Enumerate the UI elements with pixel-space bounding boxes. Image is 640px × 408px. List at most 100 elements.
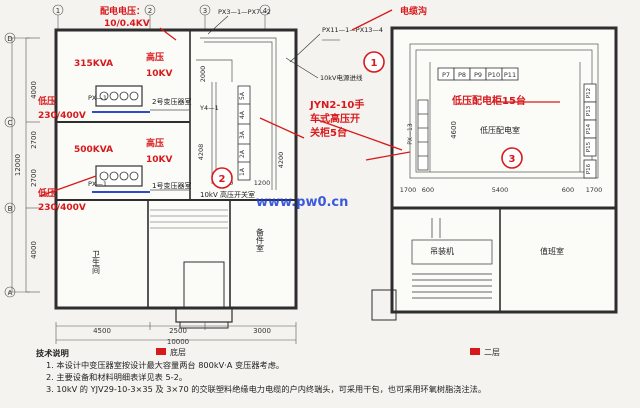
badge-2: 2 [211,167,233,189]
col-label-3: 3 [203,7,207,15]
tag-in-line: 10kV电源进线 [320,73,363,82]
annot-tr1-hv2: 10KV [146,155,172,165]
lv-panel-p9: P9 [474,71,482,79]
annot-lv-value-2: 230/400V [38,203,86,213]
hv-panels [237,85,251,181]
col-label-2: 2 [148,7,152,15]
room-tr2: 2号变压器室 [152,97,191,106]
row-dim-2700b: 2700 [30,169,38,187]
col-dim-2500: 2500 [169,327,187,335]
hv-panel-4a: 4A [239,110,246,119]
lv-panel-p15: P15 [586,141,592,152]
annot-tr2-hv: 高压 [146,51,164,63]
uf-dim-1700a: 1700 [400,186,417,194]
hv-panel-3a: 3A [239,130,246,139]
upper-floor-walls [371,26,618,321]
notes-item-2: 2. 主要设备和材料明细表详见表 5-2。 [46,372,188,382]
badge-3: 3 [501,147,523,169]
tag-px1-top: PX—1 [88,94,107,102]
uf-dim-5400: 5400 [492,186,509,194]
uf-dim-600a: 600 [422,186,434,194]
gf-dim-2000: 2000 [199,66,207,83]
lv-panel-p10: P10 [488,71,500,79]
upper-stairs [411,218,493,299]
gf-dim-4200: 4200 [277,152,285,169]
annot-lv-value-1: 230/400V [38,111,86,121]
uf-dim-1700b: 1700 [586,186,603,194]
room-spare: 备件室 [256,227,265,252]
lv-panels-right [583,83,597,179]
lv-panel-p16: P16 [586,163,592,174]
lv-panel-p14: P14 [586,123,592,134]
annot-tr1-kva: 500KVA [74,145,113,155]
tag-px3-px7: PX3—1—PX7—2 [218,8,271,16]
row-dim-2700a: 2700 [30,131,38,149]
col-dim-4500: 4500 [93,327,111,335]
red-annotation-lines [39,9,560,197]
lv-panels-top [437,67,519,81]
annot-switchgear-2: 车式高压开 [310,112,360,125]
row-label-c: C [8,119,13,127]
annot-voltage-2: 10/0.4KV [104,19,150,29]
hv-panel-1a: 1A [239,167,246,176]
row-label-b: B [8,205,13,213]
lv-panel-p13: P13 [586,105,592,116]
tag-px1-bot: PX—1 [88,180,107,188]
leader-lines [207,15,340,79]
svg-text:1: 1 [371,58,378,69]
gf-dim-1200: 1200 [254,179,271,187]
room-tr1: 1号变压器室 [152,181,191,190]
svg-text:2: 2 [219,174,226,185]
tag-y4-1: Y4—1 [199,104,219,112]
room-hoist: 吊装机 [430,246,454,256]
col-dim-10000: 10000 [167,338,189,346]
col-label-4: 4 [263,7,268,15]
annot-lv-label-1: 低压 [37,95,56,107]
lv-panel-px13: PX—13 [407,123,414,145]
col-label-1: 1 [56,7,60,15]
annot-lv-cabinets: 低压配电柜15台 [451,94,526,107]
row-label-d: D [7,35,12,43]
notes-title: 技术说明 [36,348,69,358]
room-lv: 低压配电室 [480,125,520,135]
transformer-2 [95,85,143,107]
annot-lv-label-2: 低压 [37,187,56,199]
svg-text:3: 3 [509,154,516,165]
column-markers [52,4,271,30]
badge-1: 1 [363,51,385,73]
ground-floor-title: 底层 [170,347,186,357]
annot-cable-trench: 电缆沟 [400,5,427,17]
annot-tr1-hv: 高压 [146,137,164,149]
row-dim-4000-bot: 4000 [30,241,38,259]
notes-item-1: 1. 本设计中变压器室按设计最大容量两台 800kV·A 变压器考虑。 [46,360,285,370]
grid-axes [4,32,40,298]
uf-dim-4600: 4600 [450,121,458,139]
uf-dim-600b: 600 [562,186,574,194]
lv-panel-p11: P11 [504,71,516,79]
room-duty: 值班室 [540,246,564,256]
lv-panel-p8: P8 [458,71,466,79]
room-hv: 10kV 高压开关室 [200,190,255,199]
gf-dim-4208: 4208 [197,144,205,161]
technical-notes: 技术说明 1. 本设计中变压器室按设计最大容量两台 800kV·A 变压器考虑。… [36,347,626,395]
hv-panel-5a: 5A [239,91,246,100]
annot-tr2-kva: 315KVA [74,59,113,69]
annot-switchgear-3: 关柜5台 [310,126,347,139]
lv-panel-p12: P12 [586,88,592,98]
blue-pointer-lines [92,111,150,193]
col-dim-3000: 3000 [253,327,271,335]
upper-floor-marker [470,348,480,355]
row-label-a: A [8,289,13,297]
bottom-dim-lines [55,322,297,344]
ground-cable-trench [150,37,277,191]
row-dim-4000-top: 4000 [30,81,38,99]
notes-item-3: 3. 10kV 的 YJV29-10-3×35 及 3×70 的交联塑料绝缘电力… [46,384,487,394]
room-toilet: 卫生间 [92,250,101,275]
lv-panels-left [417,99,429,171]
annot-switchgear-1: JYN2-10手 [309,98,364,111]
lv-panel-p7: P7 [442,71,450,79]
annot-tr2-hv2: 10KV [146,69,172,79]
ground-stairs [150,209,228,229]
